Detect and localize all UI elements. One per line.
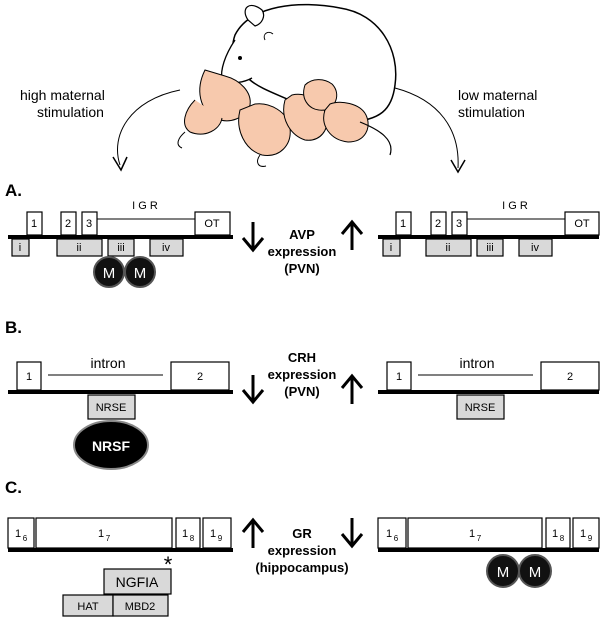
region-i-label: i: [19, 242, 21, 254]
methyl-label: M: [529, 564, 542, 581]
hat-label: HAT: [77, 601, 98, 613]
down-arrow-icon: [241, 222, 265, 253]
down-arrow-icon: [340, 518, 364, 549]
avp-expression-line2: expression: [268, 244, 337, 259]
exon-base-label: 1: [98, 528, 104, 540]
exon-base-label: 1: [182, 528, 188, 540]
exon-2-label: 2: [65, 218, 71, 230]
exon-sub-7: 7: [477, 534, 482, 543]
exon-sub-6: 6: [23, 534, 28, 543]
region-iv-label: iv: [531, 242, 539, 254]
avp-expression-line1: AVP: [289, 227, 315, 242]
methyl-label: M: [497, 564, 510, 581]
exon-3-label: 3: [456, 218, 462, 230]
right-curved-arrow: [394, 87, 466, 174]
exon-1-label: 1: [400, 218, 406, 230]
region-i-label: i: [390, 242, 392, 254]
exon-base-label: 1: [15, 528, 21, 540]
gr-expression-line2: expression: [268, 543, 337, 558]
up-arrow-icon: [241, 517, 265, 548]
exon-2-label: 2: [567, 371, 573, 383]
igr-label: I G R: [132, 200, 158, 212]
exon-3-label: 3: [86, 218, 92, 230]
exon-sub-9: 9: [218, 534, 223, 543]
exon-2-label: 2: [435, 218, 441, 230]
left-curved-arrow: [112, 89, 181, 172]
gr-expression-line3: (hippocampus): [255, 560, 348, 575]
exon-sub-8: 8: [190, 534, 195, 543]
region-iii-label: iii: [486, 242, 493, 254]
section-b-label: B.: [5, 318, 22, 337]
avp-gene-right: 1 2 3 I G R OT i ii iii iv: [378, 200, 600, 257]
avp-gene-left: 1 2 3 I G R OT i ii iii iv M M: [8, 200, 233, 288]
methyl-label: M: [103, 265, 116, 282]
exon-1-label: 1: [31, 218, 37, 230]
exon-base-label: 1: [552, 528, 558, 540]
up-arrow-icon: [340, 373, 364, 404]
section-c-label: C.: [5, 478, 22, 497]
nrsf-label: NRSF: [92, 438, 131, 454]
avp-expression-line3: (PVN): [284, 261, 319, 276]
exon-base-label: 1: [469, 528, 475, 540]
rat-illustration: [177, 3, 397, 167]
exon-1-label: 1: [396, 371, 402, 383]
crh-expression-line2: expression: [268, 367, 337, 382]
methyl-circle: [124, 256, 156, 288]
methyl-label: M: [134, 265, 147, 282]
exon-sub-6: 6: [394, 534, 399, 543]
crh-gene-right: 1 intron 2 NRSE: [378, 355, 600, 420]
exon-base-label: 1: [210, 528, 216, 540]
nrsf-ellipse: [73, 420, 149, 470]
crh-expression-line1: CRH: [288, 350, 316, 365]
intron-label: intron: [459, 355, 494, 371]
gr-expression-line1: GR: [292, 526, 312, 541]
up-arrow-icon: [340, 219, 364, 250]
ngfia-label: NGFIA: [116, 574, 159, 590]
nrse-label: NRSE: [96, 402, 127, 414]
mbd2-label: MBD2: [125, 601, 156, 613]
nrse-label: NRSE: [465, 402, 496, 414]
right-condition-line2: stimulation: [458, 104, 525, 120]
exon-sub-9: 9: [588, 534, 593, 543]
exon-base-label: 1: [580, 528, 586, 540]
crh-expression-line3: (PVN): [284, 384, 319, 399]
intron-label: intron: [90, 355, 125, 371]
region-iii-label: iii: [117, 242, 124, 254]
exon-sub-8: 8: [560, 534, 565, 543]
exon-ot-label: OT: [574, 218, 590, 230]
exon-2-label: 2: [197, 371, 203, 383]
exon-base-label: 1: [386, 528, 392, 540]
exon-1-label: 1: [26, 371, 32, 383]
igr-label: I G R: [502, 200, 528, 212]
asterisk-mark: *: [164, 552, 173, 577]
right-condition-line1: low maternal: [458, 87, 537, 103]
exon-ot-label: OT: [204, 218, 220, 230]
down-arrow-icon: [241, 375, 265, 405]
gr-gene-left: 1 6 1 7 1 8 1 9 * NGFIA HAT MBD2: [7, 517, 233, 617]
left-condition-line1: high maternal: [20, 87, 105, 103]
crh-gene-left: 1 intron 2 NRSE NRSF: [8, 355, 233, 470]
exon-sub-7: 7: [106, 534, 111, 543]
methyl-circle: [518, 554, 552, 588]
region-iv-label: iv: [162, 242, 170, 254]
region-ii-label: ii: [77, 242, 82, 254]
left-condition-line2: stimulation: [37, 104, 104, 120]
section-a-label: A.: [5, 181, 22, 200]
region-ii-label: ii: [446, 242, 451, 254]
gr-gene-right: 1 6 1 7 1 8 1 9 M M: [377, 517, 600, 588]
